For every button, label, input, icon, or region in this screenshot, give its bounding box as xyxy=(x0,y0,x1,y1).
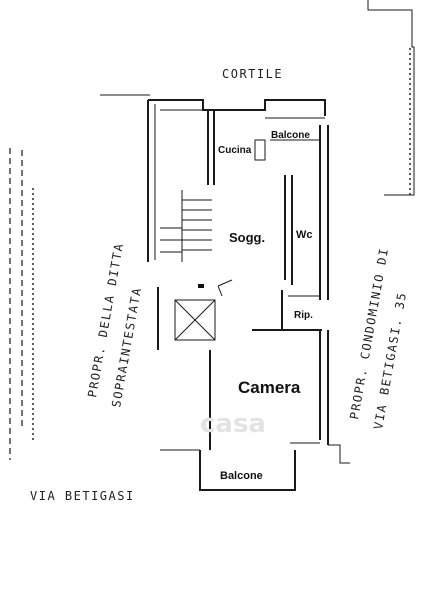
storage-label: Rip. xyxy=(294,310,313,321)
balcony-top-label: Balcone xyxy=(271,130,310,141)
street-label: VIA BETIGASI xyxy=(30,489,135,503)
staircase xyxy=(160,190,216,341)
property-boundaries xyxy=(9,0,415,460)
living-room-label: Sogg. xyxy=(229,230,265,245)
entrance-door xyxy=(198,279,233,297)
kitchen-label: Cucina xyxy=(218,145,252,156)
courtyard-label: CORTILE xyxy=(222,67,283,81)
bathroom-label: Wc xyxy=(296,229,313,241)
bedroom-label: Camera xyxy=(238,378,301,397)
apartment-walls xyxy=(147,99,350,491)
balcony-bottom-label: Balcone xyxy=(220,470,263,482)
watermark: casa xyxy=(200,409,266,439)
